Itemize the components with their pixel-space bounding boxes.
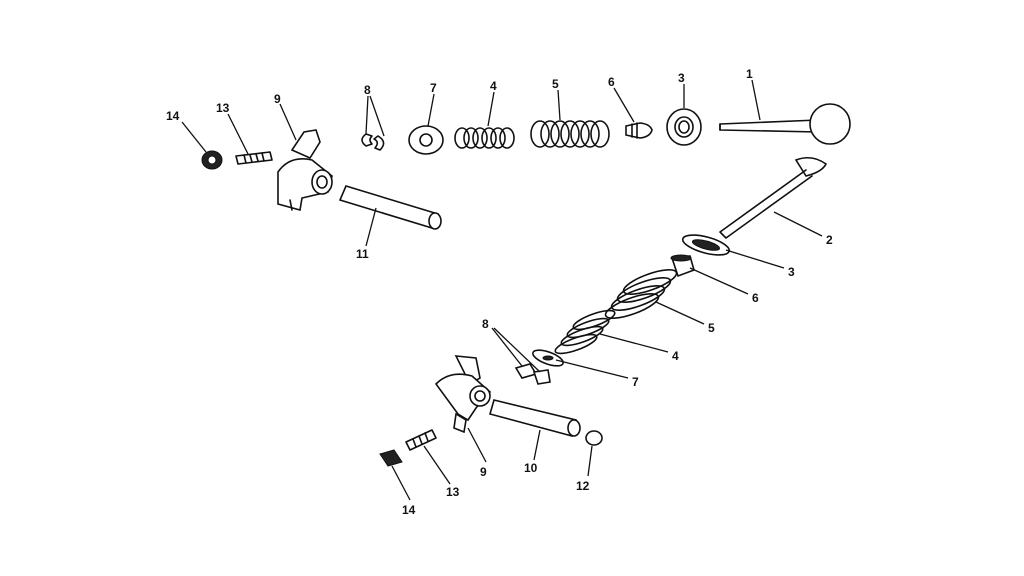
callout-4-diagonal: 4: [672, 349, 679, 363]
rocker-shaft-top: [338, 185, 442, 230]
callout-9-bottom: 9: [480, 465, 487, 479]
adjusting-screw-top: [235, 151, 273, 165]
callout-10-bottom: 10: [524, 461, 538, 475]
inner-spring-diagonal: [554, 309, 616, 355]
cotters-diagonal: [514, 363, 551, 385]
rocker-arm-top: [277, 129, 333, 212]
callout-14-bottom: 14: [402, 503, 416, 517]
callout-2-diagonal: 2: [826, 233, 833, 247]
callout-8-top: 8: [364, 83, 371, 97]
outer-spring-top: [530, 120, 610, 148]
o-ring-bottom: [585, 430, 603, 446]
callout-5-top: 5: [552, 77, 559, 91]
callout-3-top: 3: [678, 71, 685, 85]
callout-13-bottom: 13: [446, 485, 460, 499]
valve-diagonal: [719, 156, 828, 239]
rocker-arm-bottom: [434, 355, 492, 434]
callout-13-top: 13: [216, 101, 230, 115]
callout-11-top: 11: [356, 247, 369, 261]
callout-14-top: 14: [166, 109, 180, 123]
stem-seal-top: [625, 122, 653, 139]
callout-6-top: 6: [608, 75, 615, 89]
callout-6-diagonal: 6: [752, 291, 759, 305]
cotters-top: [361, 133, 385, 151]
callout-9-top: 9: [274, 92, 281, 106]
spring-seat-top: [666, 108, 702, 146]
callout-7-diagonal: 7: [632, 375, 639, 389]
callout-5-diagonal: 5: [708, 321, 715, 335]
outer-spring-diagonal: [604, 269, 678, 319]
lock-nut-top: [201, 150, 223, 170]
callout-7-top: 7: [430, 81, 437, 95]
inner-spring-top: [454, 127, 515, 149]
retainer-diagonal: [532, 349, 564, 367]
retainer-top: [408, 125, 444, 155]
callout-3-diagonal: 3: [788, 265, 795, 279]
callout-1-top: 1: [746, 67, 753, 81]
stem-seal-diagonal: [670, 254, 695, 278]
lock-nut-bottom: [379, 449, 403, 467]
callout-4-top: 4: [490, 79, 497, 93]
callout-12-bottom: 12: [576, 479, 590, 493]
adjusting-screw-bottom: [405, 429, 437, 451]
valve-top: [719, 103, 851, 145]
rocker-shaft-bottom: [489, 399, 581, 437]
callout-8-bottom: 8: [482, 317, 489, 331]
